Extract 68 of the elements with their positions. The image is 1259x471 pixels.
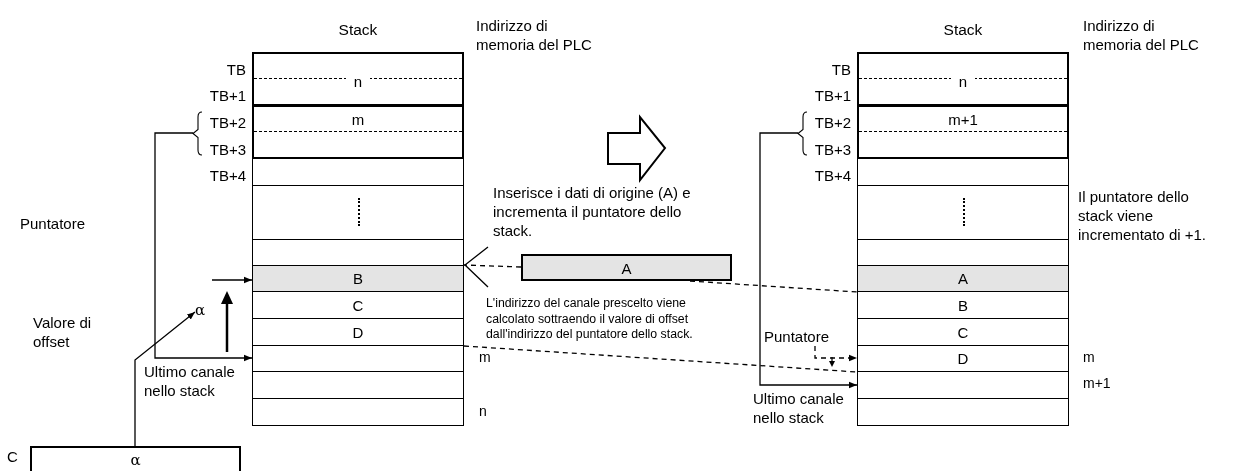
stack-row	[857, 345, 1069, 372]
dashed-line	[463, 345, 858, 373]
address-heading: Indirizzo di memoria del PLC	[476, 16, 593, 54]
highlighted-stack-row	[252, 265, 464, 292]
stack-row	[252, 318, 464, 346]
last-channel-label: Ultimo canale nello stack	[753, 389, 845, 427]
cell-value: D	[957, 350, 969, 367]
calculation-note: L'indirizzo del canale prescelto viene calcolato sottraendo il valore di offset dall'indirizzo del puntatore dello stack.	[486, 296, 694, 343]
stack-heading: Stack	[337, 20, 379, 40]
stack-row	[857, 158, 1069, 186]
address-label: TB+1	[814, 86, 851, 105]
cell-value: m	[351, 111, 365, 128]
cell-value: B	[353, 270, 363, 287]
stack-row	[252, 345, 464, 372]
cell-value: m+1	[948, 111, 978, 128]
stack-row	[252, 158, 464, 186]
channel-label: C	[7, 447, 18, 466]
offset-label: Valore di offset	[33, 313, 93, 351]
offset-symbol: α	[130, 451, 141, 469]
cell-value: D	[352, 323, 364, 341]
address-label: TB+3	[209, 140, 246, 159]
last-channel-label: Ultimo canale nello stack	[144, 362, 236, 400]
address-label: TB+3	[814, 140, 851, 159]
cell-value: C	[352, 296, 364, 314]
data-box	[521, 254, 732, 281]
cell-value: A	[621, 260, 632, 277]
stack-row	[252, 185, 464, 240]
arrow	[759, 132, 858, 389]
arrow	[211, 276, 253, 284]
stack-row	[857, 185, 1069, 240]
highlighted-stack-row	[857, 265, 1069, 292]
stack-row	[857, 318, 1069, 346]
address-value: m+1	[1083, 374, 1111, 393]
address-value: m	[479, 348, 491, 367]
stack-row	[252, 105, 464, 159]
increment-note: Il puntatore dello stack viene incrementato di +1.	[1078, 187, 1207, 244]
dashed-arrow	[814, 345, 858, 362]
channel-box	[30, 446, 241, 471]
address-label: TB	[831, 60, 851, 79]
stack-row	[857, 371, 1069, 399]
stack-row	[857, 291, 1069, 319]
address-label: TB	[226, 60, 246, 79]
stack-row	[252, 371, 464, 399]
dashed-line	[463, 264, 522, 268]
pointer-label: Puntatore	[764, 327, 834, 346]
arrow	[134, 311, 196, 447]
address-label: TB+4	[814, 166, 851, 185]
address-label: TB+1	[209, 86, 246, 105]
pointer-label: Puntatore	[20, 214, 86, 233]
address-value: m	[1083, 348, 1095, 367]
stack-row	[857, 398, 1069, 426]
address-value: n	[479, 402, 487, 421]
stack-row	[857, 239, 1069, 266]
cell-value: B	[958, 296, 968, 314]
arrow	[154, 132, 253, 362]
stack-row	[252, 398, 464, 426]
address-heading: Indirizzo di memoria del PLC	[1083, 16, 1200, 54]
cell-value: A	[958, 270, 968, 287]
address-label: TB+2	[209, 113, 246, 132]
stack-heading: Stack	[942, 20, 984, 40]
stack-row	[857, 105, 1069, 159]
stack-row	[252, 239, 464, 266]
insert-note: Inserisce i dati di origine (A) e incrementa il puntatore dello stack.	[493, 183, 691, 240]
stack-row	[252, 291, 464, 319]
offset-symbol: α	[195, 301, 208, 319]
address-label: TB+4	[209, 166, 246, 185]
cell-value: C	[957, 323, 969, 341]
address-label: TB+2	[814, 113, 851, 132]
